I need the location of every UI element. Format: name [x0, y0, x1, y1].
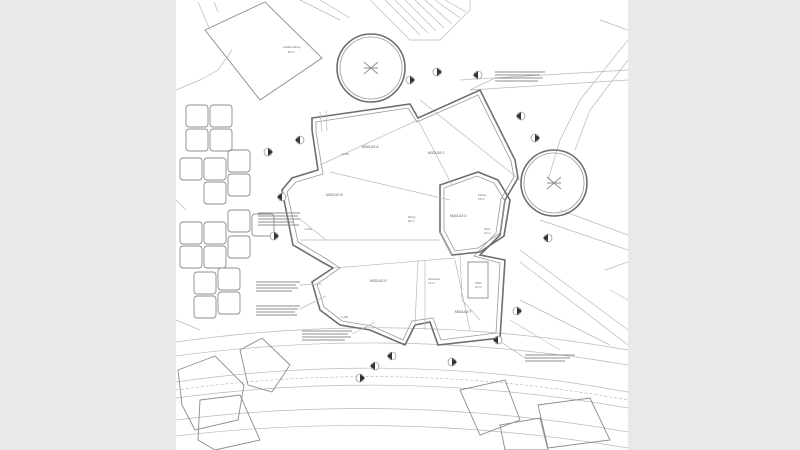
section-markers — [263, 67, 553, 383]
note-right-top — [469, 71, 545, 91]
section-arrow-icon — [517, 307, 522, 315]
section-arrow-icon — [295, 136, 300, 144]
space-office: Office — [475, 281, 482, 285]
space-outdoor-dining-area: 50 m² — [288, 50, 295, 54]
note-bottom-center — [302, 321, 376, 341]
space-store-area: 14 m² — [484, 231, 491, 235]
section-arrow-icon — [274, 232, 279, 240]
top-striped-area — [299, 0, 471, 41]
room-label-module-c: MODULE C — [428, 151, 446, 155]
site-plan-drawing: MODULE A MODULE B MODULE C MODULE D MODU… — [176, 0, 628, 450]
site-context — [176, 0, 628, 450]
drawing-sheet: MODULE A MODULE B MODULE C MODULE D MODU… — [176, 0, 628, 450]
tank-north — [336, 33, 406, 103]
level-marker-1: +1.400 — [341, 152, 350, 156]
space-office-area: 10 m² — [475, 285, 482, 289]
tank-east — [520, 149, 588, 217]
bottom-blocks — [177, 337, 611, 450]
section-arrow-icon — [473, 71, 478, 79]
bottom-road-arcs — [176, 327, 628, 449]
section-arrow-icon — [535, 134, 540, 142]
room-label-module-f: MODULE F — [455, 310, 472, 314]
space-storeroom-area: 12 m² — [428, 281, 435, 285]
section-arrow-icon — [452, 358, 457, 366]
space-dining: Dining — [408, 215, 416, 219]
space-outdoor-dining: Outdoor Dining — [283, 45, 301, 49]
room-label-module-d: MODULE D — [450, 214, 468, 218]
annotation-notes — [256, 71, 575, 362]
space-storeroom: Storeroom — [428, 277, 440, 281]
building-footprint — [281, 88, 519, 347]
outdoor-dining-outline — [204, 1, 323, 101]
level-marker-2: +1.400 — [304, 227, 313, 231]
section-arrow-icon — [268, 148, 273, 156]
section-arrow-icon — [493, 336, 498, 344]
section-arrow-icon — [543, 234, 548, 242]
section-arrow-icon — [387, 352, 392, 360]
note-right-bottom — [497, 339, 575, 362]
level-marker-3: +1.400 — [340, 315, 349, 319]
note-left-upper — [258, 212, 327, 241]
note-left-lower — [256, 295, 327, 316]
room-label-module-e: MODULE E — [370, 279, 387, 283]
section-arrow-icon — [437, 68, 442, 76]
section-arrow-icon — [516, 112, 521, 120]
room-labels: MODULE A MODULE B MODULE C MODULE D MODU… — [283, 45, 491, 319]
space-store: Store — [484, 227, 491, 231]
left-parking-grid — [176, 49, 275, 331]
section-arrow-icon — [370, 362, 375, 370]
space-kitchen-area: 23 m² — [478, 197, 485, 201]
room-label-module-a: MODULE A — [362, 145, 379, 149]
round-tanks — [336, 33, 588, 217]
space-dining-area: 48 m² — [408, 219, 415, 223]
section-arrow-icon — [277, 193, 282, 201]
note-left-middle — [256, 281, 323, 292]
room-label-module-b: MODULE B — [326, 193, 343, 197]
section-arrow-icon — [410, 76, 415, 84]
section-arrow-icon — [360, 374, 365, 382]
space-kitchen: Kitchen — [478, 193, 487, 197]
